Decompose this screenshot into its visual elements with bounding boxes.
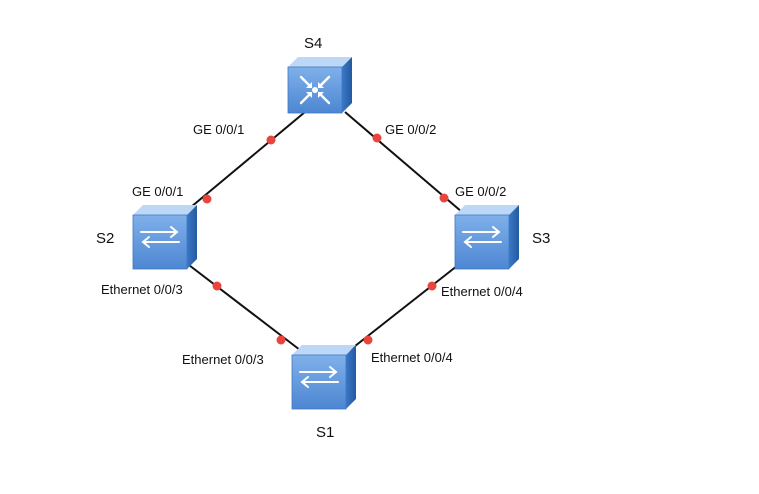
port-dot-s3-ge002 [439, 193, 449, 203]
node-label-s4: S4 [304, 35, 322, 52]
port-dot-s4-ge001 [266, 135, 276, 145]
device-s3[interactable] [454, 205, 519, 270]
links [184, 111, 463, 351]
node-label-s1: S1 [316, 424, 334, 441]
port-dot-s2-eth003 [212, 281, 222, 291]
port-label-s1-right: Ethernet 0/0/4 [371, 350, 453, 365]
node-label-s2: S2 [96, 230, 114, 247]
port-label-s4-left: GE 0/0/1 [193, 122, 244, 137]
port-dot-s1-eth004 [363, 335, 373, 345]
port-dot-s2-ge001 [202, 194, 212, 204]
port-dot-s3-eth004 [427, 281, 437, 291]
device-s2[interactable] [132, 205, 197, 270]
port-label-s4-right: GE 0/0/2 [385, 122, 436, 137]
router-switch-icon [287, 57, 352, 114]
switch-icon [454, 205, 519, 270]
port-dot-s4-ge002 [372, 133, 382, 143]
switch-icon [291, 345, 356, 410]
link-s2-s1 [184, 261, 301, 351]
switch-icon [132, 205, 197, 270]
port-label-s2-top: GE 0/0/1 [132, 184, 183, 199]
device-s4[interactable] [287, 57, 352, 114]
port-dot-s1-eth003 [276, 335, 286, 345]
port-label-s3-top: GE 0/0/2 [455, 184, 506, 199]
port-label-s2-bottom: Ethernet 0/0/3 [101, 282, 183, 297]
port-dots [202, 133, 449, 345]
node-label-s3: S3 [532, 230, 550, 247]
port-label-s1-left: Ethernet 0/0/3 [182, 352, 264, 367]
device-s1[interactable] [291, 345, 356, 410]
port-label-s3-bottom: Ethernet 0/0/4 [441, 284, 523, 299]
link-s3-s1 [349, 261, 463, 351]
